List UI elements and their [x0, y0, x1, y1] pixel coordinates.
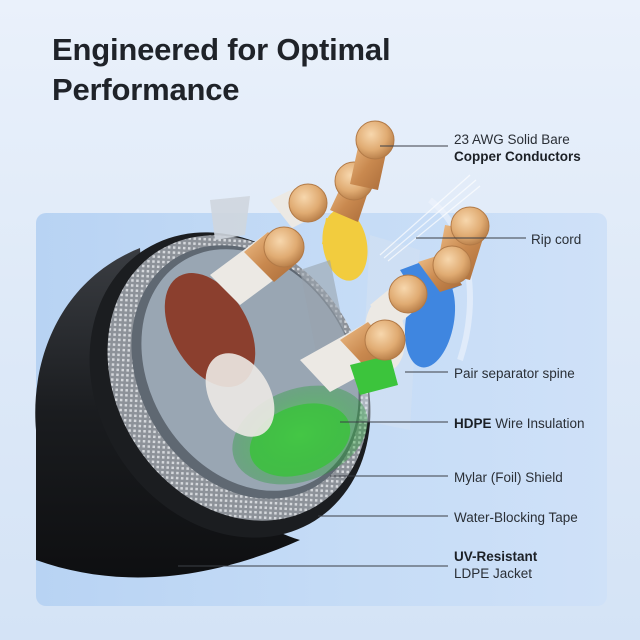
wire-insulation-group [164, 209, 456, 485]
label-conductors-line-1: 23 AWG Solid Bare [454, 132, 570, 147]
copper-conductors [210, 120, 490, 395]
callout-leader-lines [178, 145, 526, 567]
label-rip-cord: Rip cord [531, 232, 582, 247]
label-insulation-bold: HDPE [454, 416, 492, 431]
label-insulation-rest: Wire Insulation [491, 416, 585, 431]
label-mylar-shield: Mylar (Foil) Shield [454, 470, 563, 485]
label-jacket-line-1: UV-Resistant [454, 549, 538, 564]
title-line-1: Engineered for Optimal [52, 32, 391, 67]
label-ldpe-jacket: UV-Resistant LDPE Jacket [454, 548, 537, 582]
label-conductors-line-2: Copper Conductors [454, 149, 581, 164]
title-line-2: Performance [52, 72, 240, 107]
label-copper-conductors: 23 AWG Solid Bare Copper Conductors [454, 131, 581, 165]
page-title: Engineered for Optimal Performance [52, 30, 391, 110]
label-pair-separator-spine: Pair separator spine [454, 366, 575, 381]
rip-cord [379, 174, 481, 262]
label-jacket-line-2: LDPE Jacket [454, 566, 533, 581]
label-water-blocking-tape: Water-Blocking Tape [454, 510, 578, 525]
label-hdpe-insulation: HDPE Wire Insulation [454, 415, 585, 432]
